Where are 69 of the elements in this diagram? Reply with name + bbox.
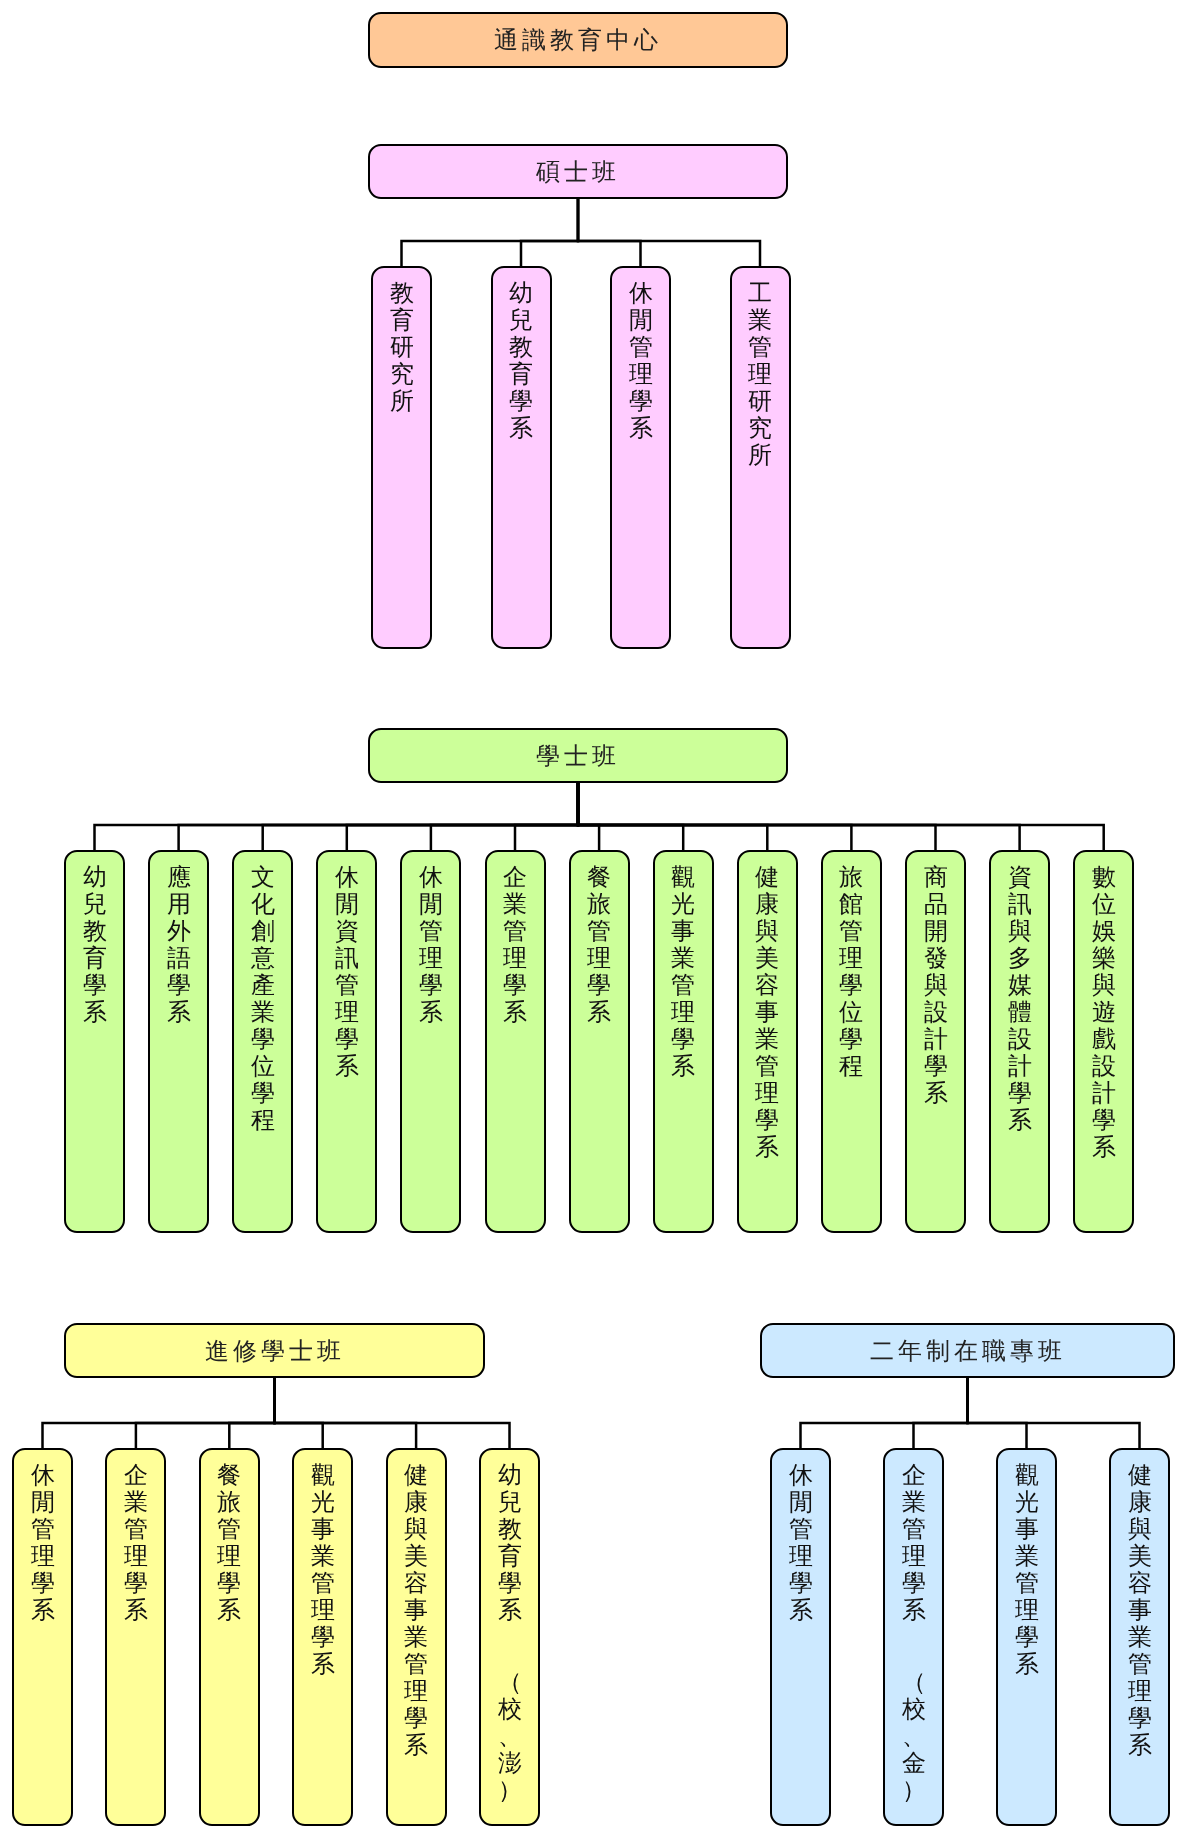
campus-note: （校、金） xyxy=(900,1669,927,1804)
department-box xyxy=(883,1448,944,1826)
department-name: 幼兒教育學系 xyxy=(496,1462,523,1624)
department-name: 休閒管理學系 xyxy=(627,280,654,442)
center-name: 通識教育中心 xyxy=(494,25,662,56)
department-box xyxy=(652,850,714,1233)
department-box xyxy=(484,850,546,1233)
department-box xyxy=(490,266,552,649)
department-box xyxy=(729,266,791,649)
department-name: 觀光事業管理學系 xyxy=(670,864,697,1080)
connector-line xyxy=(273,1378,511,1448)
department-box xyxy=(400,850,462,1233)
department-name: 教育研究所 xyxy=(388,280,415,415)
department-name: 旅館管理學位學程 xyxy=(838,864,865,1080)
department-box xyxy=(105,1448,167,1826)
department-name: 應用外語學系 xyxy=(165,864,192,1026)
department-box xyxy=(1073,850,1135,1233)
department-name: 休閒管理學系 xyxy=(787,1462,814,1624)
department-name: 工業管理研究所 xyxy=(747,280,773,469)
department-box xyxy=(610,266,671,649)
department-name: 文化創意產業學位學程 xyxy=(249,864,276,1134)
department-name: 休閒管理學系 xyxy=(417,864,444,1026)
department-box xyxy=(371,266,432,649)
department-box xyxy=(385,1448,447,1826)
program-name: 進修學士班 xyxy=(204,1335,345,1367)
department-name: 健康與美容事業管理學系 xyxy=(403,1462,430,1759)
department-name: 數位娛樂與遊戲設計學系 xyxy=(1090,864,1117,1161)
department-box xyxy=(1109,1448,1170,1826)
department-box xyxy=(568,850,630,1233)
department-name: 企業管理學系 xyxy=(502,864,528,1026)
program-box xyxy=(760,1323,1175,1378)
department-box xyxy=(292,1448,354,1826)
department-name: 休閒管理學系 xyxy=(29,1462,56,1624)
department-name: 企業管理學系 xyxy=(900,1462,927,1624)
department-box xyxy=(198,1448,260,1826)
department-name: 餐旅管理學系 xyxy=(586,864,613,1026)
department-box xyxy=(996,1448,1057,1826)
department-box xyxy=(989,850,1051,1233)
department-box xyxy=(232,850,294,1233)
department-name: 資訊與多媒體設計學系 xyxy=(1006,864,1033,1134)
connector-line xyxy=(966,1378,1141,1448)
department-name: 商品開發與設計學系 xyxy=(922,864,949,1107)
department-name: 企業管理學系 xyxy=(122,1462,149,1624)
department-box xyxy=(905,850,966,1233)
campus-note: （校、澎） xyxy=(496,1669,523,1804)
program-name: 二年制在職專班 xyxy=(869,1335,1066,1367)
department-name: 幼兒教育學系 xyxy=(508,280,534,442)
program-name: 學士班 xyxy=(536,740,620,772)
program-box xyxy=(368,144,788,199)
department-box xyxy=(316,850,378,1233)
department-box xyxy=(12,1448,73,1826)
department-box xyxy=(770,1448,831,1826)
department-box xyxy=(736,850,798,1233)
department-name: 觀光事業管理學系 xyxy=(1013,1462,1040,1678)
department-name: 幼兒教育學系 xyxy=(81,864,108,1026)
program-box xyxy=(64,1323,485,1378)
department-name: 健康與美容事業管理學系 xyxy=(754,864,781,1161)
program-box xyxy=(368,728,788,783)
connector-line xyxy=(576,199,762,266)
department-name: 休閒資訊管理學系 xyxy=(333,864,360,1080)
department-box xyxy=(820,850,882,1233)
department-name: 餐旅管理學系 xyxy=(216,1462,243,1624)
department-box xyxy=(479,1448,540,1826)
department-name: 觀光事業管理學系 xyxy=(309,1462,336,1678)
program-name: 碩士班 xyxy=(536,156,620,188)
department-box xyxy=(148,850,210,1233)
department-name: 健康與美容事業管理學系 xyxy=(1126,1462,1153,1759)
center-box xyxy=(368,12,788,68)
department-box xyxy=(64,850,125,1233)
